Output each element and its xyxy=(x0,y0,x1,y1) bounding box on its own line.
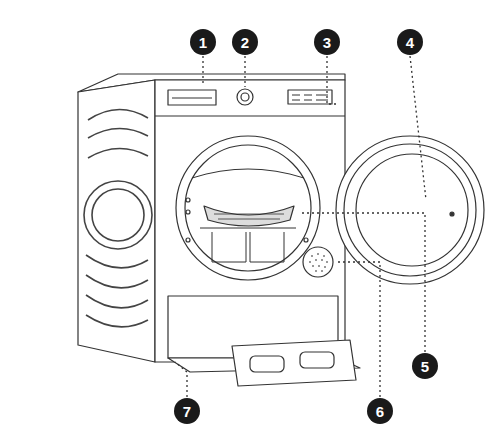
callout-number: 7 xyxy=(174,398,200,424)
callout-number: 4 xyxy=(397,29,423,55)
callout-number: 2 xyxy=(232,29,258,55)
callout-number: 5 xyxy=(412,353,438,379)
callout-number: 6 xyxy=(367,398,393,424)
callout-number: 1 xyxy=(190,29,216,55)
callout-number: 3 xyxy=(314,29,340,55)
